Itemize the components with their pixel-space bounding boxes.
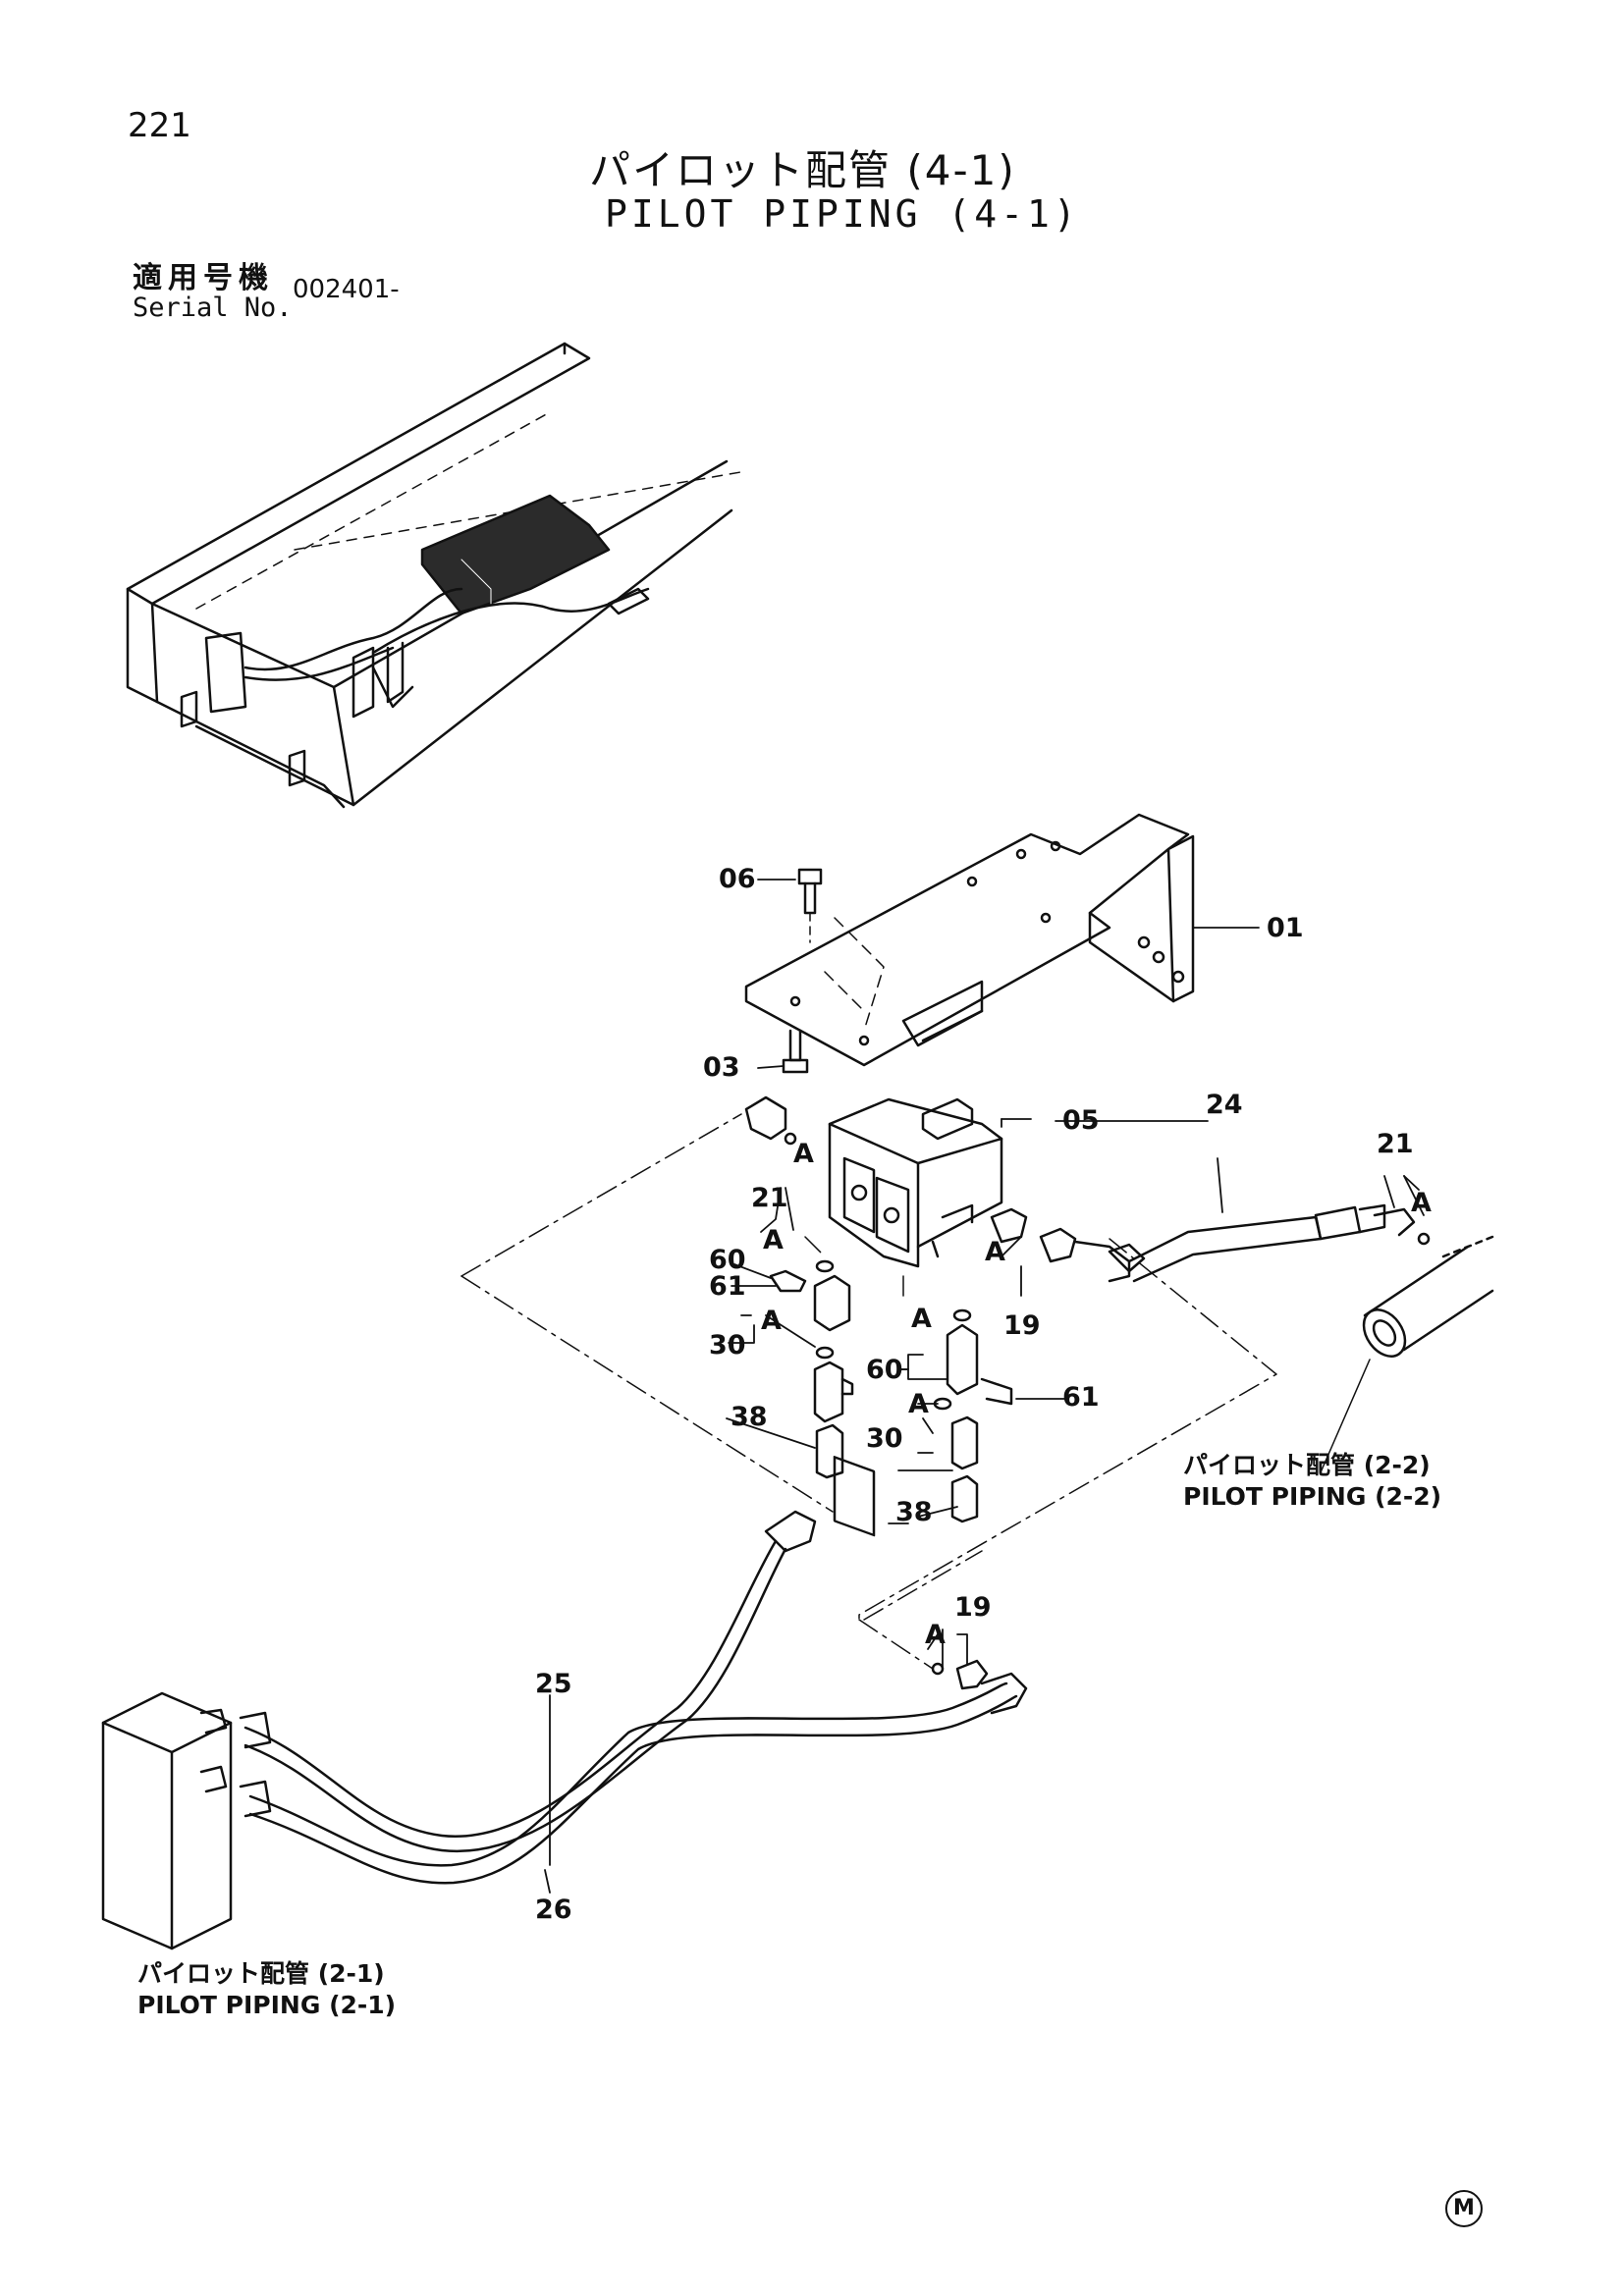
valve-block-icon: [828, 1097, 1003, 1537]
callout-19-right: 19: [1003, 1310, 1041, 1341]
serial-label-en: Serial No.: [133, 293, 293, 323]
callout-60-left: 60: [709, 1245, 746, 1275]
callout-38-left: 38: [731, 1402, 768, 1432]
ref-pilot-2-1-jp: パイロット配管 (2-1): [137, 1959, 385, 1988]
left-fitting-stack-icon: [769, 1259, 854, 1479]
callout-24: 24: [1206, 1090, 1243, 1120]
elbow-fitting-icon: [744, 1095, 797, 1146]
hose-24-icon: [990, 1203, 1431, 1283]
callout-30-right: 30: [866, 1423, 903, 1454]
callout-A-30a: A: [761, 1306, 782, 1336]
bracket-plate-icon: [744, 813, 1195, 1067]
right-fitting-stack-icon: [933, 1308, 1013, 1523]
machine-overview-icon: [126, 342, 747, 809]
callout-19-bottom: 19: [954, 1592, 992, 1623]
bolt-06-icon: [797, 868, 823, 943]
bolt-03-icon: [782, 1029, 809, 1074]
callout-21-right: 21: [1377, 1129, 1414, 1159]
callout-61-right: 61: [1062, 1382, 1100, 1413]
page-title-jp: パイロット配管 (4-1): [589, 146, 1016, 194]
callout-03: 03: [703, 1052, 740, 1083]
serial-value: 002401-: [293, 275, 400, 304]
hose-25-26-icon: [239, 1510, 1028, 1885]
page-number: 221: [128, 106, 191, 145]
callout-21-left: 21: [751, 1183, 788, 1213]
callout-06: 06: [719, 864, 756, 894]
callout-A-top: A: [793, 1139, 814, 1169]
callout-A-right: A: [1411, 1188, 1432, 1218]
callout-A-30b: A: [908, 1389, 929, 1419]
callout-38-right: 38: [895, 1497, 933, 1527]
pilot-valve-block-icon: [101, 1691, 233, 1950]
callout-01: 01: [1267, 913, 1304, 943]
callout-30-left: 30: [709, 1330, 746, 1361]
callout-A-60b: A: [911, 1304, 932, 1334]
cut-hose-icon: [1320, 1235, 1494, 1473]
callout-60-right: 60: [866, 1355, 903, 1385]
page-title-en: PILOT PIPING (4-1): [605, 192, 1080, 236]
callout-A-60a: A: [763, 1225, 784, 1255]
callout-61-left: 61: [709, 1271, 746, 1302]
ref-pilot-2-1-en: PILOT PIPING (2-1): [137, 1991, 397, 2019]
serial-label-jp: 適用号機: [133, 261, 274, 295]
callout-A-bottom: A: [925, 1620, 946, 1650]
ref-pilot-2-2-jp: パイロット配管 (2-2): [1183, 1451, 1431, 1479]
callout-26: 26: [535, 1895, 572, 1925]
callout-05: 05: [1062, 1105, 1100, 1136]
leader-lines: [544, 879, 1425, 1894]
boundary-lines: [460, 1113, 1277, 1670]
callout-A-19: A: [985, 1237, 1005, 1267]
callout-25: 25: [535, 1669, 572, 1699]
manufacturer-mark: M: [1445, 2190, 1483, 2227]
ref-pilot-2-2-en: PILOT PIPING (2-2): [1183, 1482, 1442, 1511]
